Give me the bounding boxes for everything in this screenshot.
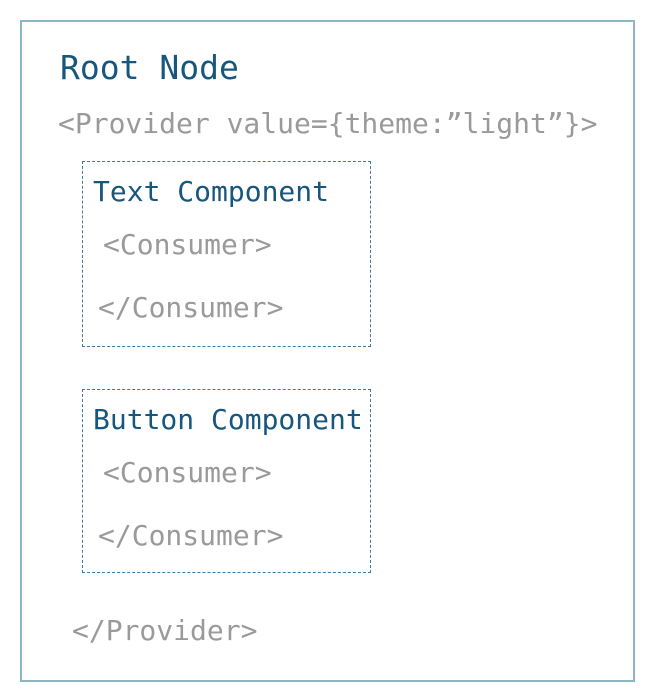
root-node-box: Root Node <Provider value={theme:”light”…: [20, 20, 635, 682]
root-node-title: Root Node: [60, 48, 239, 87]
consumer-close-tag: </Consumer>: [98, 290, 284, 324]
component-box-text: Text Component <Consumer> </Consumer>: [82, 160, 371, 347]
component-title: Button Component: [93, 402, 363, 436]
consumer-open-tag: <Consumer>: [103, 227, 272, 261]
provider-open-tag: <Provider value={theme:”light”}>: [58, 106, 598, 140]
consumer-close-tag: </Consumer>: [98, 518, 284, 552]
component-title: Text Component: [93, 174, 330, 208]
consumer-open-tag: <Consumer>: [103, 455, 272, 489]
component-box-button: Button Component <Consumer> </Consumer>: [82, 388, 371, 573]
provider-close-tag: </Provider>: [72, 613, 258, 647]
